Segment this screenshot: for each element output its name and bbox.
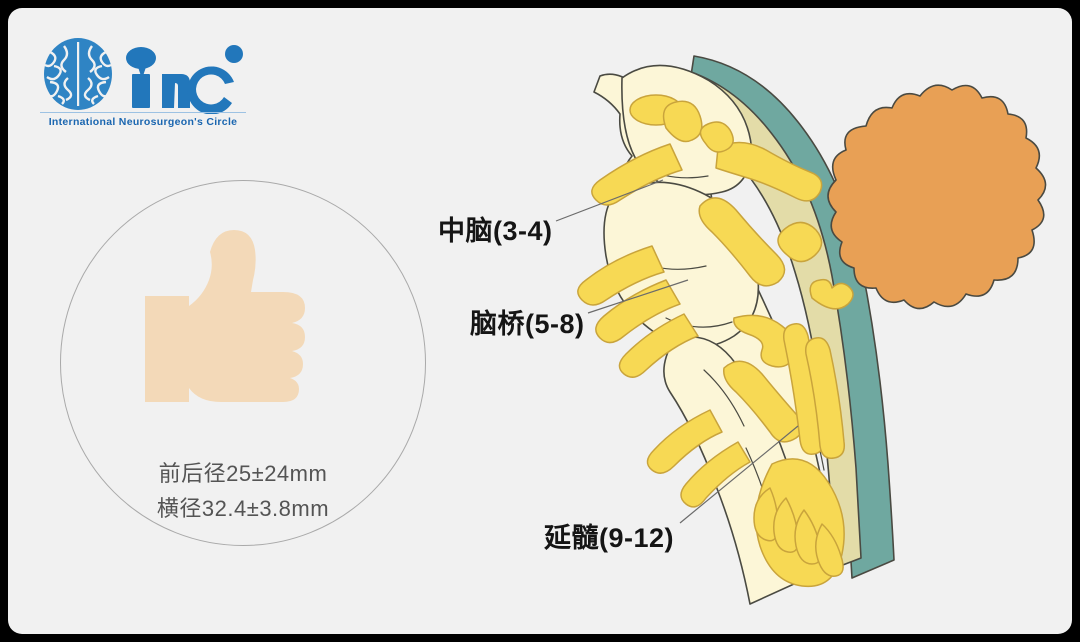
nerve-x-trunk bbox=[782, 323, 826, 455]
callout-label-medulla: 延髓(9-12) bbox=[544, 523, 675, 553]
thumbs-up-icon bbox=[145, 230, 305, 402]
nerve-viii-ganglion bbox=[809, 278, 854, 310]
nerve-iv-root bbox=[699, 121, 734, 153]
inc-logo-mark bbox=[44, 38, 243, 114]
logo-divider bbox=[40, 112, 246, 113]
thumb-comparison-circle bbox=[60, 180, 426, 546]
nerve-iii-left bbox=[662, 100, 703, 143]
nerve-xi-trunk bbox=[804, 337, 846, 459]
nerve-viii bbox=[618, 313, 699, 378]
page-canvas: International Neurosurgeon's Circle 前后径2… bbox=[8, 8, 1072, 634]
nerve-v bbox=[698, 197, 786, 287]
inc-logo: International Neurosurgeon's Circle bbox=[38, 36, 248, 144]
brain-icon bbox=[44, 38, 243, 114]
measurement-transverse-diameter: 横径32.4±3.8mm bbox=[156, 496, 330, 521]
speech-bubble-icon bbox=[126, 47, 156, 69]
callout-label-pons: 脑桥(5-8) bbox=[470, 309, 585, 339]
callout-label-midbrain: 中脑(3-4) bbox=[438, 216, 553, 246]
cerebellum bbox=[827, 84, 1047, 310]
measurement-ap-diameter: 前后径25±24mm bbox=[158, 461, 328, 486]
logo-tagline: International Neurosurgeon's Circle bbox=[48, 116, 238, 128]
nerve-vii-ganglion bbox=[777, 221, 823, 263]
nerve-iv bbox=[715, 141, 823, 202]
nerve-branch-loop bbox=[733, 314, 797, 368]
